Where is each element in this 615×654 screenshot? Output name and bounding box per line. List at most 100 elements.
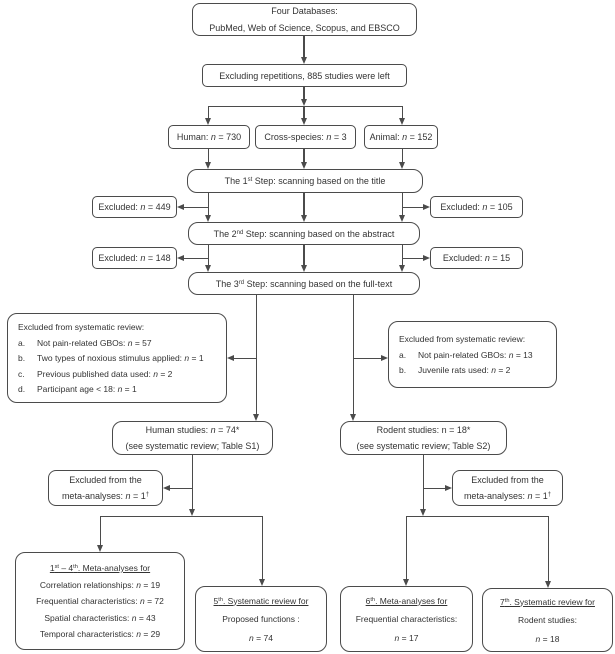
- arrowhead-right-icon: [423, 203, 430, 210]
- arrowhead-down-icon: [259, 579, 265, 586]
- box-excluded-fulltext-human: Excluded from systematic review: a. Not …: [7, 313, 227, 403]
- box-excluded-meta-human: Excluded from the meta-analyses: n = 1†: [48, 470, 163, 506]
- box-systematic-review-5-line1: Proposed functions :: [222, 614, 300, 624]
- arrowhead-down-icon: [402, 579, 409, 586]
- list-item: b. Two types of noxious stimulus applied…: [18, 352, 222, 364]
- box-excluded-meta-human-line2: meta-analyses: n = 1†: [61, 491, 150, 502]
- box-excluded-meta-rodent: Excluded from the meta-analyses: n = 1†: [452, 470, 563, 506]
- box-excluded-meta-rodent-line2: meta-analyses: n = 1†: [463, 491, 552, 502]
- box-cross-species-count-label: Cross-species: n = 3: [264, 132, 347, 142]
- item-letter: d.: [18, 384, 26, 394]
- flow-line: [402, 257, 424, 259]
- arrowhead-down-icon: [188, 509, 195, 516]
- flow-line: [352, 295, 354, 414]
- flow-line: [255, 295, 257, 414]
- box-excluded-meta-rodent-line1: Excluded from the: [471, 474, 544, 485]
- arrowhead-down-icon: [398, 118, 405, 125]
- flow-line: [402, 206, 424, 208]
- box-excluded-title-left-label: Excluded: n = 449: [98, 202, 171, 212]
- arrowhead-down-icon: [300, 99, 307, 106]
- box-excluded-abstract-left: Excluded: n = 148: [92, 247, 177, 269]
- box-four-databases-line1: Four Databases:: [271, 6, 338, 17]
- box-animal-count-label: Animal: n = 152: [369, 132, 433, 142]
- box-systematic-review-7: 7th. Systematic review for Rodent studie…: [482, 588, 613, 652]
- arrowhead-down-icon: [300, 118, 307, 125]
- box-deduplication-label: Excluding repetitions, 885 studies were …: [219, 70, 390, 81]
- item-text: Juvenile rats used: n = 2: [418, 365, 511, 375]
- box-four-databases-line2: PubMed, Web of Science, Scopus, and EBSC…: [209, 22, 400, 33]
- flow-line: [422, 455, 424, 509]
- flow-line: [207, 106, 209, 118]
- box-systematic-review-5-heading: 5th. Systematic review for: [213, 595, 309, 606]
- arrowhead-down-icon: [398, 162, 405, 169]
- box-meta-analyses-1-4: 1st – 4th. Meta-analyses for Correlation…: [15, 552, 185, 650]
- box-step3-label: The 3rd Step: scanning based on the full…: [215, 278, 393, 289]
- box-excluded-fulltext-rodent: Excluded from systematic review: a. Not …: [388, 321, 557, 388]
- box-animal-count: Animal: n = 152: [364, 125, 438, 149]
- meta-item: Frequential characteristics: n = 72: [36, 596, 164, 606]
- item-text: Not pain-related GBOs: n = 13: [418, 349, 533, 360]
- flow-line: [401, 193, 403, 215]
- box-cross-species-count: Cross-species: n = 3: [255, 125, 356, 149]
- item-letter: a.: [18, 337, 26, 348]
- box-rodent-studies: Rodent studies: n = 18* (see systematic …: [340, 421, 507, 455]
- box-step3-fulltext-screening: The 3rd Step: scanning based on the full…: [188, 272, 420, 295]
- flow-line: [234, 357, 256, 359]
- arrowhead-down-icon: [204, 162, 211, 169]
- excluded-fulltext-rodent-heading: Excluded from systematic review:: [399, 334, 526, 344]
- meta-item: Spatial characteristics: n = 43: [44, 612, 156, 623]
- box-systematic-review-5: 5th. Systematic review for Proposed func…: [195, 586, 327, 652]
- arrowhead-down-icon: [300, 265, 307, 272]
- box-excluded-abstract-left-label: Excluded: n = 148: [98, 253, 171, 263]
- flow-line: [353, 357, 381, 359]
- item-letter: b.: [399, 365, 407, 375]
- arrowhead-down-icon: [96, 545, 103, 552]
- flow-line: [170, 487, 192, 489]
- list-item: a. Not pain-related GBOs: n = 57: [18, 337, 222, 349]
- arrowhead-down-icon: [300, 57, 307, 64]
- list-item: a. Not pain-related GBOs: n = 13: [399, 349, 552, 361]
- meta-item: Temporal characteristics: n = 29: [39, 629, 161, 639]
- box-human-studies-line1: Human studies: n = 74*: [145, 424, 240, 435]
- arrowhead-down-icon: [398, 215, 405, 222]
- arrowhead-down-icon: [204, 215, 211, 222]
- box-excluded-abstract-right-label: Excluded: n = 15: [442, 253, 511, 263]
- flow-line: [401, 149, 403, 162]
- list-item: b. Juvenile rats used: n = 2: [399, 364, 552, 376]
- item-text: Previous published data used: n = 2: [37, 368, 173, 379]
- box-human-studies-line2: (see systematic review; Table S1): [125, 441, 260, 452]
- arrowhead-left-icon: [177, 203, 184, 210]
- item-letter: b.: [18, 353, 26, 363]
- item-text: Participant age < 18: n = 1: [37, 384, 137, 394]
- item-text: Not pain-related GBOs: n = 57: [37, 337, 152, 348]
- box-meta-analyses-6-heading: 6th. Meta-analyses for: [365, 595, 448, 606]
- arrowhead-right-icon: [445, 484, 452, 491]
- box-meta-analyses-6-line1: Frequential characteristics:: [355, 614, 458, 624]
- box-systematic-review-7-heading: 7th. Systematic review for: [500, 596, 595, 607]
- box-four-databases: Four Databases: PubMed, Web of Science, …: [192, 3, 417, 36]
- flow-line: [208, 106, 403, 108]
- flow-line: [184, 206, 208, 208]
- excluded-fulltext-human-heading: Excluded from systematic review:: [18, 322, 145, 332]
- box-systematic-review-7-line2: n = 18: [535, 633, 560, 644]
- box-meta-analyses-6: 6th. Meta-analyses for Frequential chara…: [340, 586, 473, 652]
- flow-line: [303, 36, 305, 57]
- arrowhead-down-icon: [300, 162, 307, 169]
- flow-line: [184, 257, 208, 259]
- item-letter: a.: [399, 349, 407, 360]
- box-meta-analyses-6-line2: n = 17: [394, 632, 419, 643]
- meta-item: Correlation relationships: n = 19: [39, 579, 161, 590]
- flow-line: [303, 245, 305, 266]
- arrowhead-down-icon: [544, 581, 551, 588]
- arrowhead-down-icon: [398, 265, 405, 272]
- flow-line: [401, 245, 403, 266]
- arrowhead-down-icon: [252, 414, 259, 421]
- flow-line: [207, 149, 209, 162]
- flow-line: [406, 516, 548, 518]
- arrowhead-down-icon: [204, 118, 211, 125]
- box-excluded-meta-human-line1: Excluded from the: [69, 474, 142, 485]
- flow-line: [547, 516, 549, 581]
- list-item: c. Previous published data used: n = 2: [18, 368, 222, 380]
- arrowhead-down-icon: [300, 215, 307, 222]
